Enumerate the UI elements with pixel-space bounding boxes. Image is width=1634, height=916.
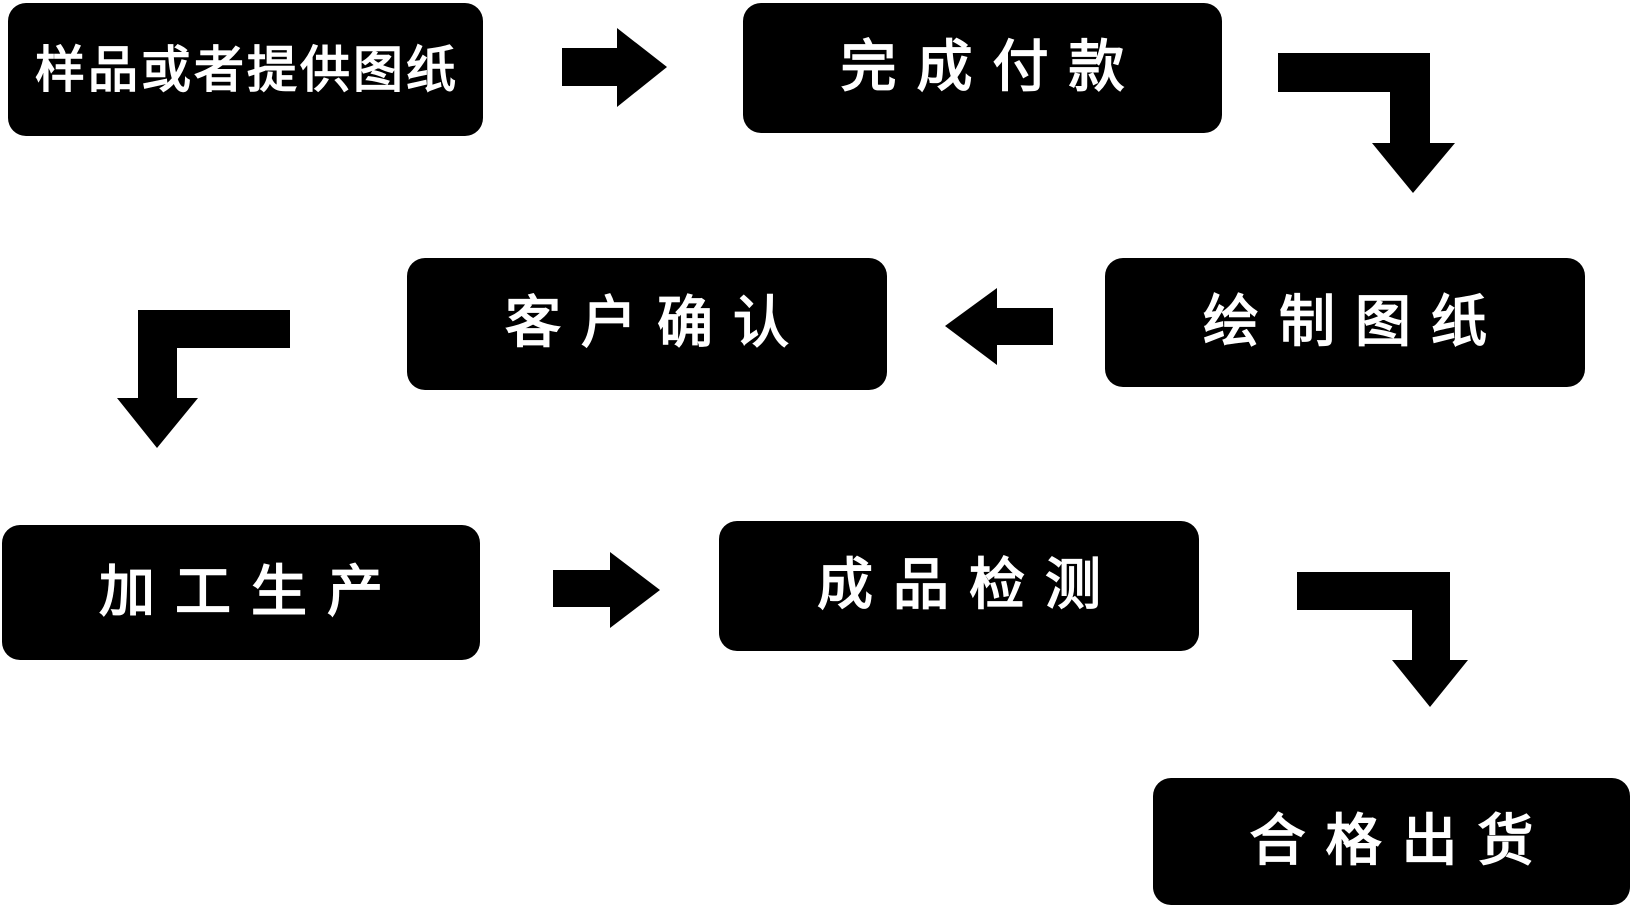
flow-node-qualified-shipment: 合格出货 [1153, 778, 1630, 905]
arrow-right-icon [562, 28, 667, 107]
arrow-elbow-down-icon [1278, 53, 1455, 193]
flow-node-label: 样品或者提供图纸 [35, 40, 459, 99]
flow-node-sample-or-provide-drawings: 样品或者提供图纸 [8, 3, 483, 136]
flow-node-label: 客户确认 [505, 291, 809, 356]
flow-node-label: 成品检测 [817, 553, 1121, 618]
flow-node-customer-confirmation: 客户确认 [407, 258, 887, 390]
flow-node-finished-product-inspection: 成品检测 [719, 521, 1199, 651]
flow-node-label: 加工生产 [99, 559, 403, 625]
flow-node-complete-payment: 完成付款 [743, 3, 1222, 133]
arrow-right-icon [553, 552, 660, 628]
arrow-elbow-down-left-icon [117, 310, 290, 448]
flow-node-label: 绘制图纸 [1203, 289, 1507, 355]
flow-node-label: 合格出货 [1249, 808, 1554, 874]
arrow-elbow-down-icon [1297, 572, 1468, 707]
flow-node-processing-production: 加工生产 [2, 525, 480, 660]
arrow-left-icon [945, 288, 1053, 365]
flow-node-label: 完成付款 [840, 35, 1145, 100]
flow-node-draw-drawings: 绘制图纸 [1105, 258, 1585, 387]
